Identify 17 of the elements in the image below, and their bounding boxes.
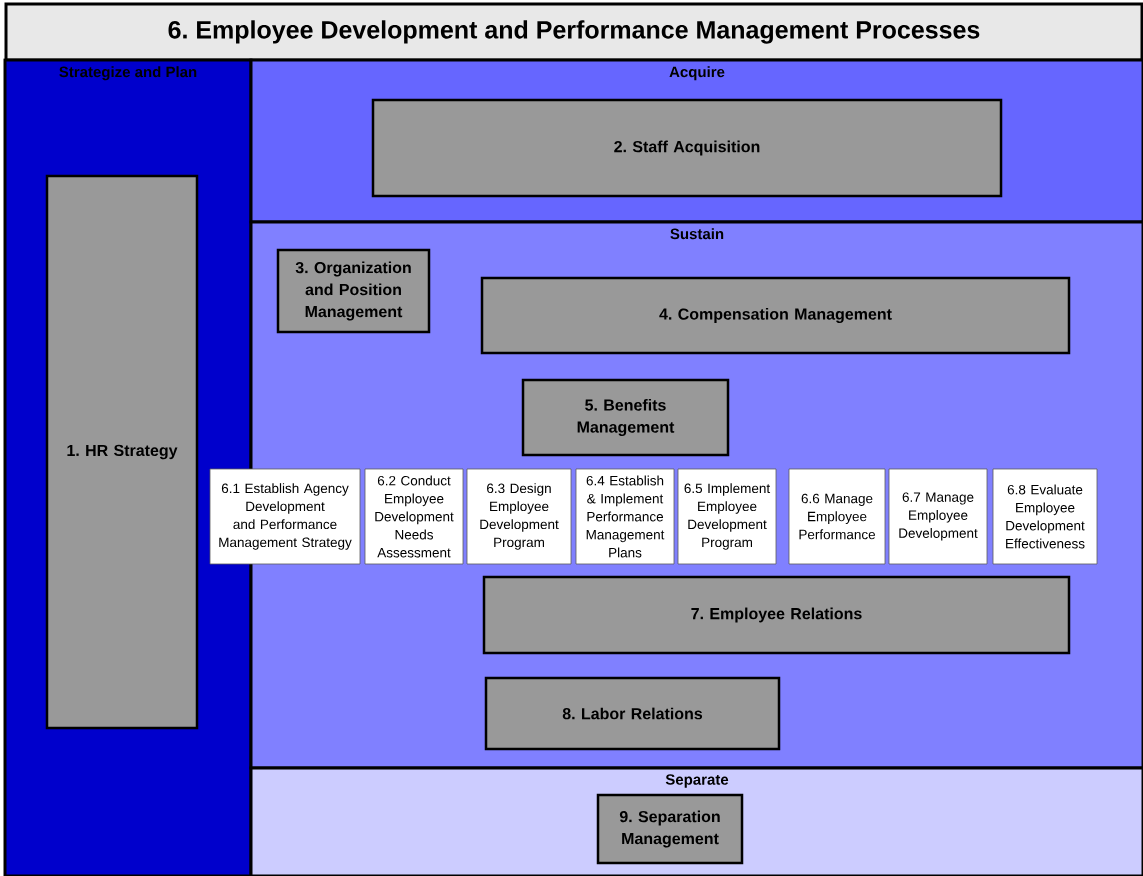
subprocess-box: 6.4 Establish & Implement Performance Management Plans (575, 468, 675, 565)
process-box: 3. Organization and Position Management (276, 248, 431, 334)
process-box: 7. Employee Relations (482, 575, 1071, 655)
subprocess-box: 6.6 Manage Employee Performance (788, 468, 886, 565)
subprocess-box: 6.3 Design Employee Development Program (466, 468, 572, 565)
title-bar: 6. Employee Development and Performance Management Processes (4, 2, 1143, 62)
subprocess-box: 6.2 Conduct Employee Development Needs Assessment (364, 468, 464, 565)
subprocess-box: 6.7 Manage Employee Development (888, 468, 988, 565)
process-box: 1. HR Strategy (45, 174, 199, 730)
process-box: 8. Labor Relations (484, 676, 781, 751)
process-box: 5. Benefits Management (521, 378, 730, 457)
process-box: 2. Staff Acquisition (371, 98, 1003, 198)
subprocess-box: 6.1 Establish Agency Development and Performance Management Strategy (209, 468, 361, 565)
subprocess-box: 6.8 Evaluate Employee Development Effectiveness (992, 468, 1098, 565)
subprocess-box: 6.5 Implement Employee Development Program (677, 468, 777, 565)
process-box: 9. Separation Management (596, 793, 744, 865)
process-box: 4. Compensation Management (480, 276, 1071, 355)
